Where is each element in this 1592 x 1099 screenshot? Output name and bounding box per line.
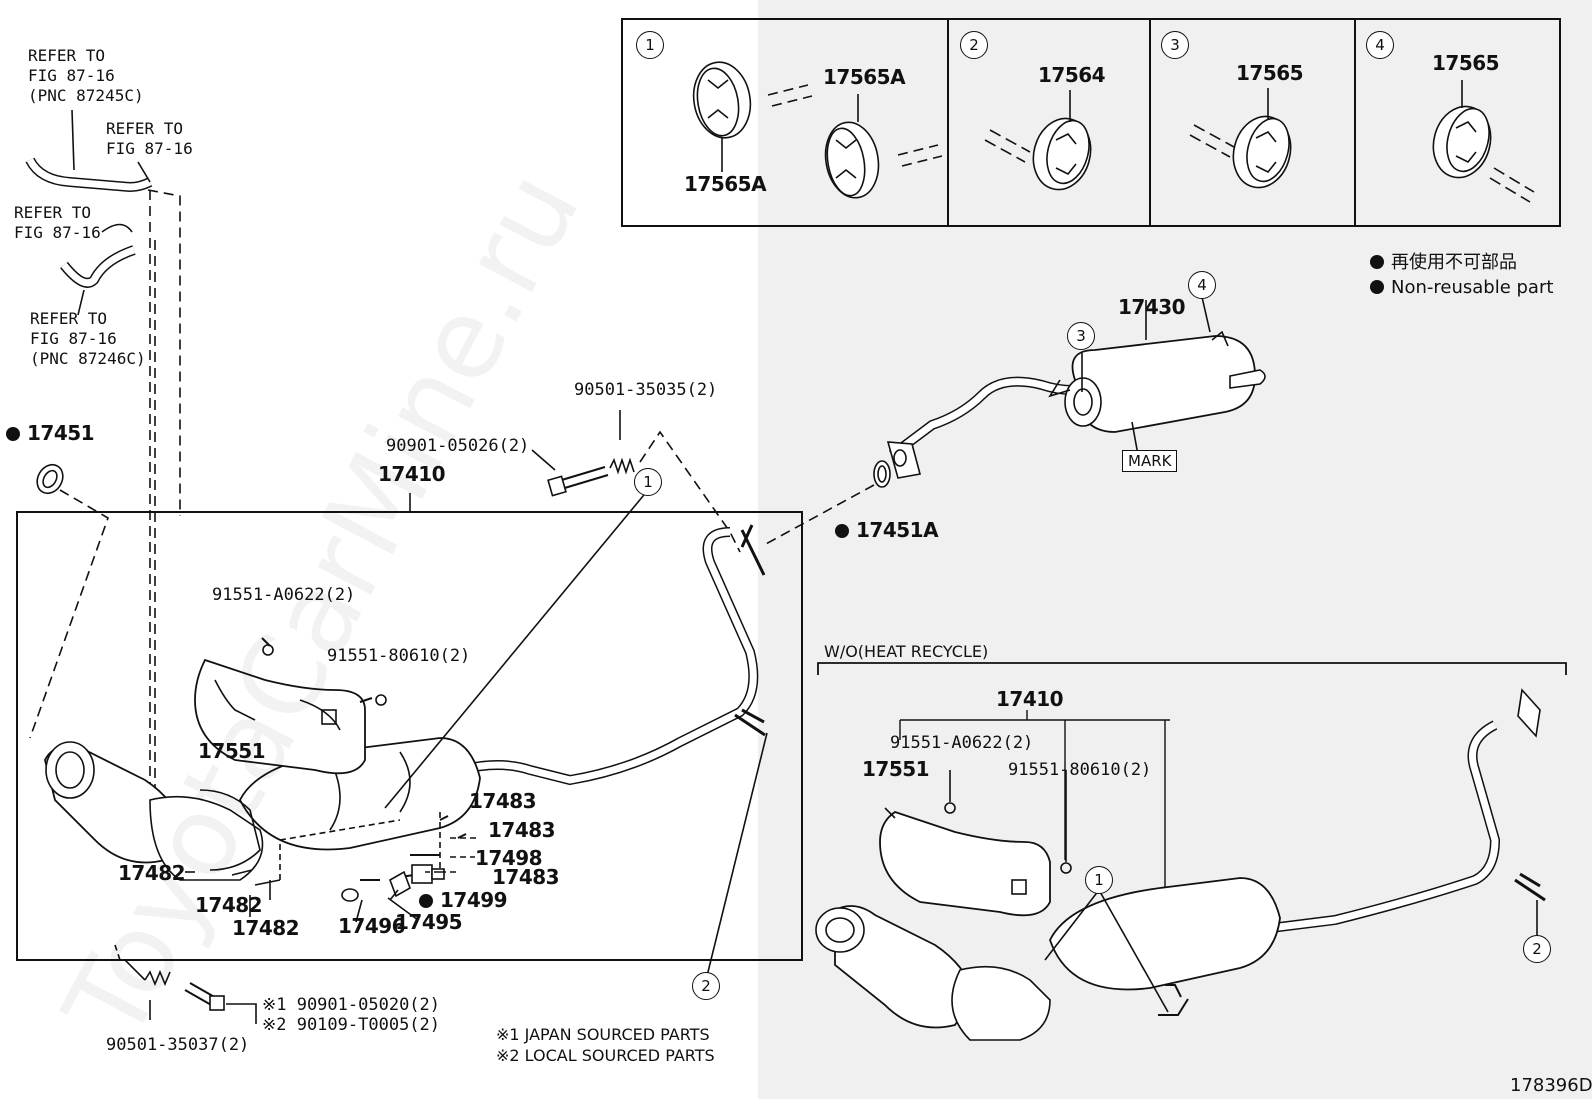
spring-90501-35037	[144, 969, 171, 987]
part-17565-panel4: 17565	[1432, 51, 1500, 75]
part-17482-c: 17482	[232, 916, 300, 940]
hanger-panel-index-1: 1	[636, 31, 664, 59]
spring-90501-35035	[609, 457, 635, 475]
tail-pipe-17430	[889, 330, 1266, 460]
legend-jp: 再使用不可部品	[1370, 252, 1517, 274]
hanger-panel-index-2: 2	[960, 31, 988, 59]
part-17565A-lower: 17565A	[684, 172, 767, 196]
part-90901-05020-japan: ※1 90901-05020(2)	[262, 995, 441, 1015]
part-17498: 17498	[475, 846, 543, 870]
gasket-17451	[36, 463, 64, 495]
non-reusable-dot-icon	[835, 524, 849, 538]
non-reusable-dot-icon	[6, 427, 20, 441]
hanger-panel	[621, 18, 1561, 227]
non-reusable-dot-icon	[1370, 255, 1384, 269]
part-90501-35037: 90501-35037(2)	[106, 1035, 250, 1055]
part-90501-35035: 90501-35035(2)	[574, 380, 718, 400]
hanger-rubber-1b	[824, 121, 880, 199]
part-17483-b: 17483	[488, 818, 556, 842]
part-17565-panel3: 17565	[1236, 61, 1304, 85]
hanger-rubber-1a	[692, 61, 752, 139]
diagram-code: 178396D	[1510, 1075, 1592, 1096]
part-17551-alt: 17551	[862, 757, 930, 781]
heat-insulator-17551-alt	[879, 811, 1051, 917]
hanger-panel-index-4: 4	[1366, 31, 1394, 59]
hanger-rod-4	[1489, 167, 1535, 203]
part-17565A-upper: 17565A	[823, 65, 906, 89]
part-17482-a: 17482	[118, 861, 186, 885]
wo-heat-recycle-label: W/O(HEAT RECYCLE)	[824, 642, 989, 661]
hanger-rubber-3	[1232, 115, 1292, 189]
manifold-left	[44, 741, 264, 881]
gasket-17499	[389, 870, 411, 898]
part-17451: 17451	[6, 422, 95, 444]
callout-4: 4	[1188, 271, 1216, 299]
part-17483-c: 17483	[492, 865, 560, 889]
part-17430: 17430	[1118, 295, 1186, 319]
note-local-sourced: ※2 LOCAL SOURCED PARTS	[496, 1046, 715, 1065]
part-17496: 17496	[338, 914, 406, 938]
sensor-17498	[411, 864, 433, 884]
part-17410-alt: 17410	[996, 687, 1064, 711]
wo-heat-recycle-bracket	[817, 662, 1567, 675]
pipe-17410-main	[458, 524, 766, 786]
part-91551-80610-alt: 91551-80610(2)	[1008, 760, 1152, 780]
part-17564: 17564	[1038, 63, 1106, 87]
callout-3: 3	[1067, 322, 1095, 350]
plug-17496	[341, 888, 359, 902]
callout-1-alt: 1	[1085, 866, 1113, 894]
part-91551-A0622: 91551-A0622(2)	[212, 585, 356, 605]
part-17410: 17410	[378, 462, 446, 486]
mark-label: MARK	[1122, 450, 1178, 472]
hanger-rod-1b	[897, 144, 943, 167]
hanger-rod-3	[1189, 124, 1235, 158]
part-17495: 17495	[395, 910, 463, 934]
non-reusable-dot-icon	[419, 894, 433, 908]
part-17451A: 17451A	[835, 519, 939, 541]
legend-en: Non-reusable part	[1370, 277, 1553, 299]
part-91551-80610: 91551-80610(2)	[327, 646, 471, 666]
callout-1: 1	[634, 468, 662, 496]
non-reusable-dot-icon	[1370, 280, 1384, 294]
hanger-rubber-2	[1032, 117, 1092, 191]
heat-insulator-17551	[194, 658, 366, 775]
note-japan-sourced: ※1 JAPAN SOURCED PARTS	[496, 1025, 710, 1044]
hose-dashed-lines	[147, 189, 181, 800]
part-91551-A0622-alt: 91551-A0622(2)	[890, 733, 1034, 753]
part-90109-T0005-local: ※2 90109-T0005(2)	[262, 1015, 441, 1035]
flange-tail	[886, 441, 921, 479]
hanger-rod-2	[984, 129, 1031, 163]
part-17483-a: 17483	[469, 789, 537, 813]
callout-2-alt: 2	[1523, 935, 1551, 963]
part-17482-b: 17482	[195, 893, 263, 917]
part-90901-05026: 90901-05026(2)	[386, 436, 530, 456]
hanger-panel-index-3: 3	[1161, 31, 1189, 59]
bolt-90901-05026	[554, 466, 609, 491]
part-17499: 17499	[419, 889, 508, 911]
gasket-17451a	[873, 460, 891, 488]
callout-2: 2	[692, 972, 720, 1000]
hanger-rubber-4	[1432, 105, 1492, 179]
hanger-rod-1a	[767, 84, 813, 107]
part-17551: 17551	[198, 739, 266, 763]
